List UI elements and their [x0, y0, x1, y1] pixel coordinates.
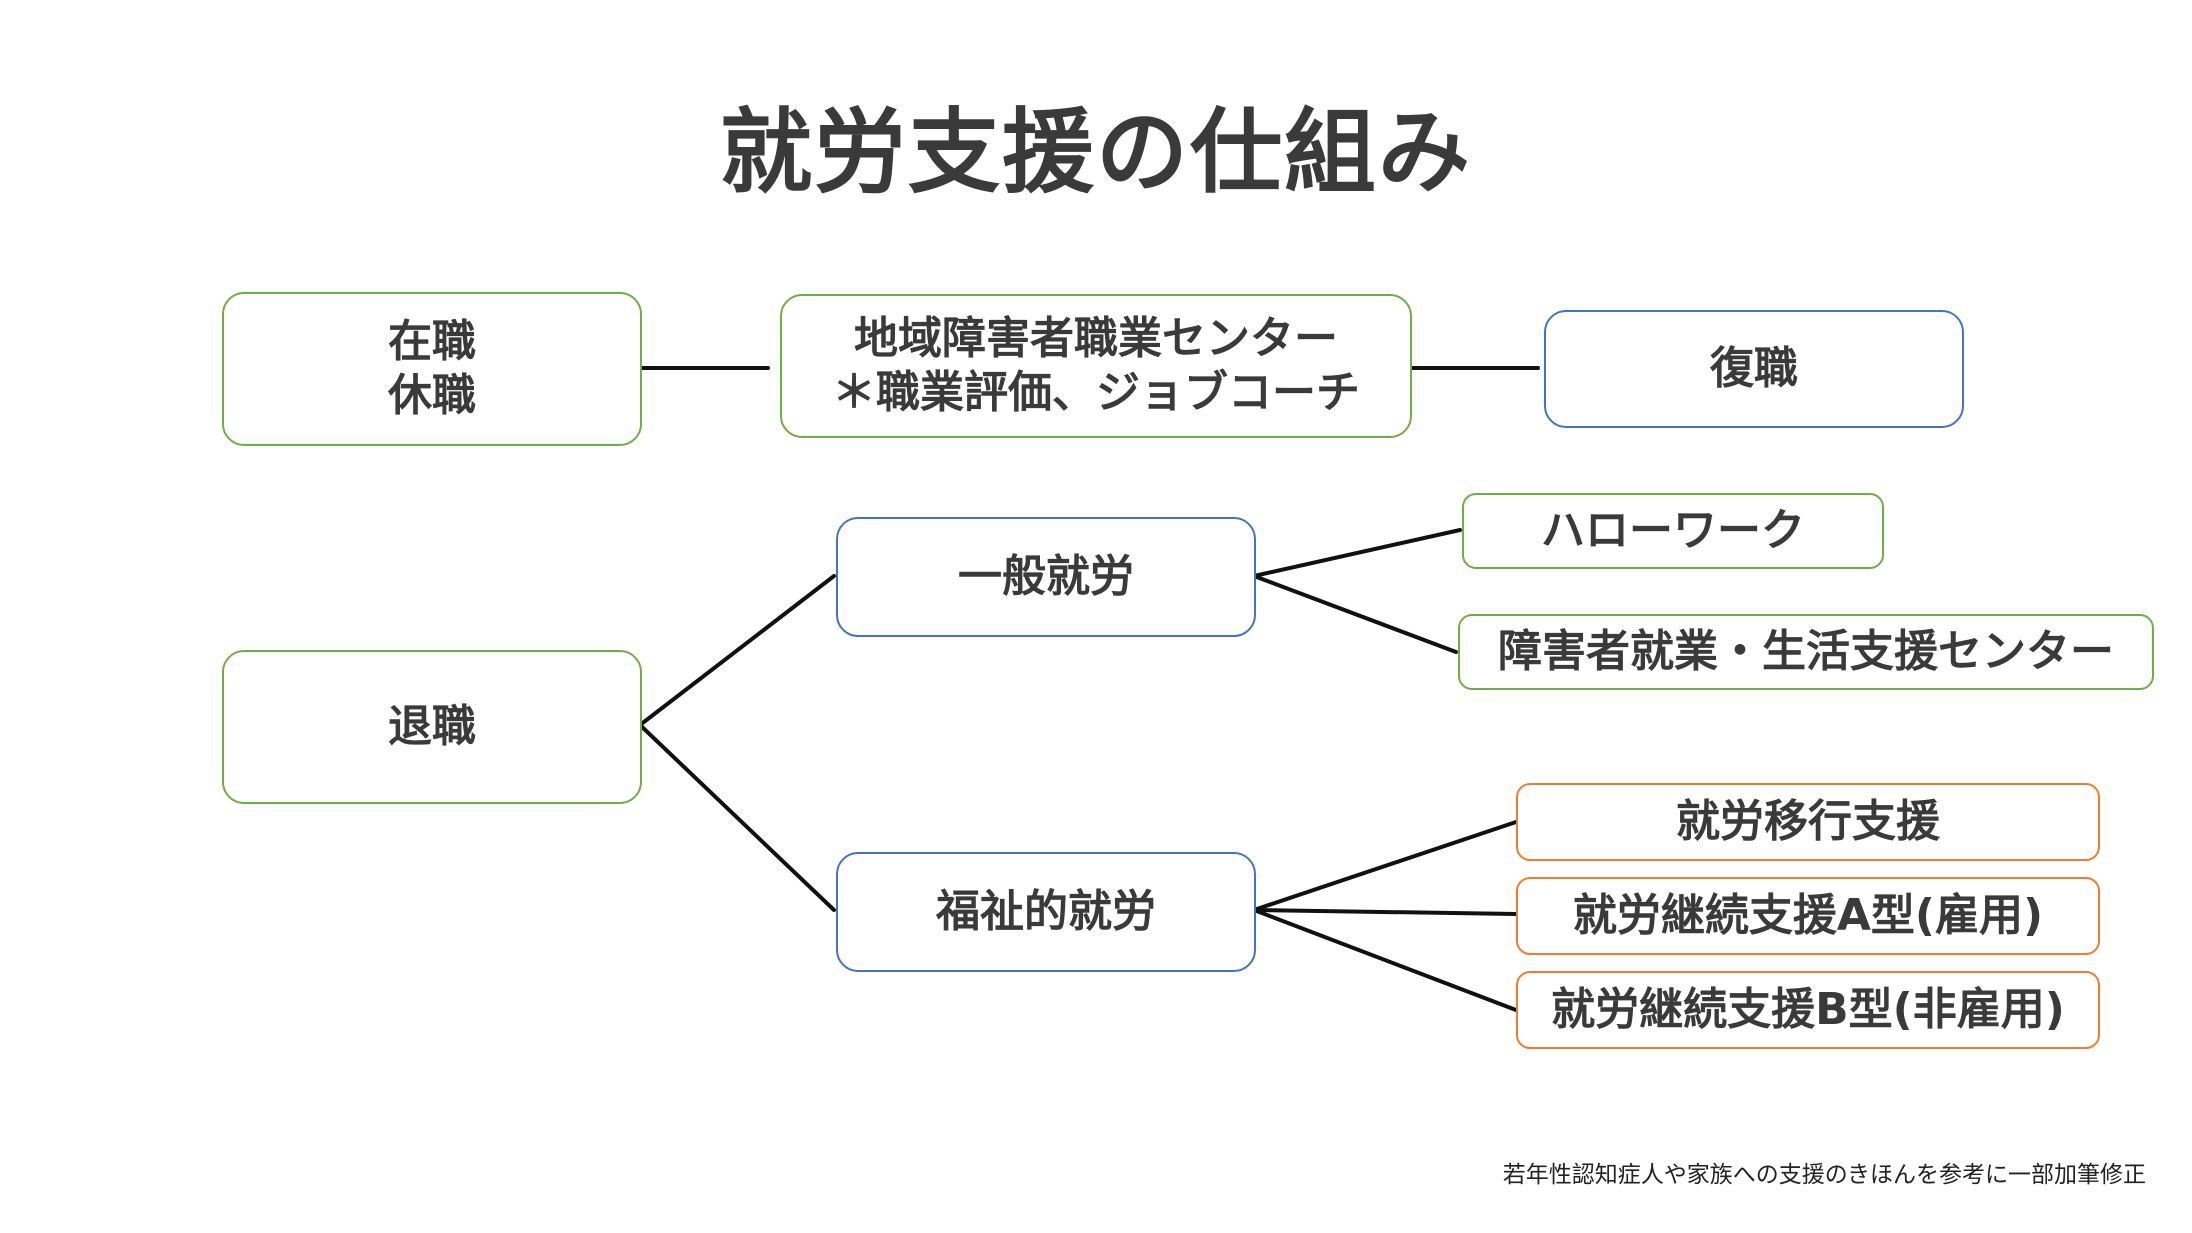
node-hellowork: ハローワーク	[1462, 493, 1884, 569]
node-support-center: 障害者就業・生活支援センター	[1458, 614, 2154, 690]
node-return-to-work-label: 復職	[1710, 343, 1798, 395]
node-employed-line2: 休職	[388, 370, 476, 421]
node-retired: 退職	[222, 650, 642, 804]
node-vocational-center-line2: ＊職業評価、ジョブコーチ	[832, 367, 1360, 418]
connector-retired-general	[638, 574, 836, 727]
node-continuation-type-b: 就労継続支援B型(非雇用)	[1516, 971, 2100, 1049]
page-title: 就労支援の仕組み	[719, 99, 1472, 206]
node-support-center-label: 障害者就業・生活支援センター	[1498, 626, 2114, 678]
connector-welfare-type-a	[1252, 908, 1518, 916]
node-welfare-employment-label: 福祉的就労	[936, 886, 1156, 938]
node-hellowork-label: ハローワーク	[1541, 505, 1805, 557]
node-return-to-work: 復職	[1544, 310, 1964, 428]
node-vocational-center: 地域障害者職業センター ＊職業評価、ジョブコーチ	[780, 294, 1412, 438]
connector-general-support-center	[1252, 574, 1458, 654]
source-footnote: 若年性認知症人や家族への支援のきほんを参考に一部加筆修正	[1502, 1162, 2146, 1188]
node-general-employment: 一般就労	[836, 517, 1256, 637]
node-transition-support-label: 就労移行支援	[1676, 796, 1940, 848]
node-continuation-type-b-label: 就労継続支援B型(非雇用)	[1551, 984, 2065, 1036]
node-employed: 在職 休職	[222, 292, 642, 446]
node-vocational-center-line1: 地域障害者職業センター	[854, 313, 1338, 365]
node-general-employment-label: 一般就労	[958, 551, 1134, 603]
connector-welfare-transition	[1252, 820, 1518, 912]
connector-general-hellowork	[1252, 528, 1462, 578]
node-transition-support: 就労移行支援	[1516, 783, 2100, 861]
node-continuation-type-a-label: 就労継続支援A型(雇用)	[1572, 890, 2044, 942]
node-continuation-type-a: 就労継続支援A型(雇用)	[1516, 877, 2100, 955]
node-welfare-employment: 福祉的就労	[836, 852, 1256, 972]
node-retired-label: 退職	[388, 701, 476, 753]
connector-welfare-type-b	[1252, 908, 1518, 1012]
connector-retired-welfare	[638, 723, 836, 912]
node-employed-line1: 在職	[388, 316, 476, 368]
